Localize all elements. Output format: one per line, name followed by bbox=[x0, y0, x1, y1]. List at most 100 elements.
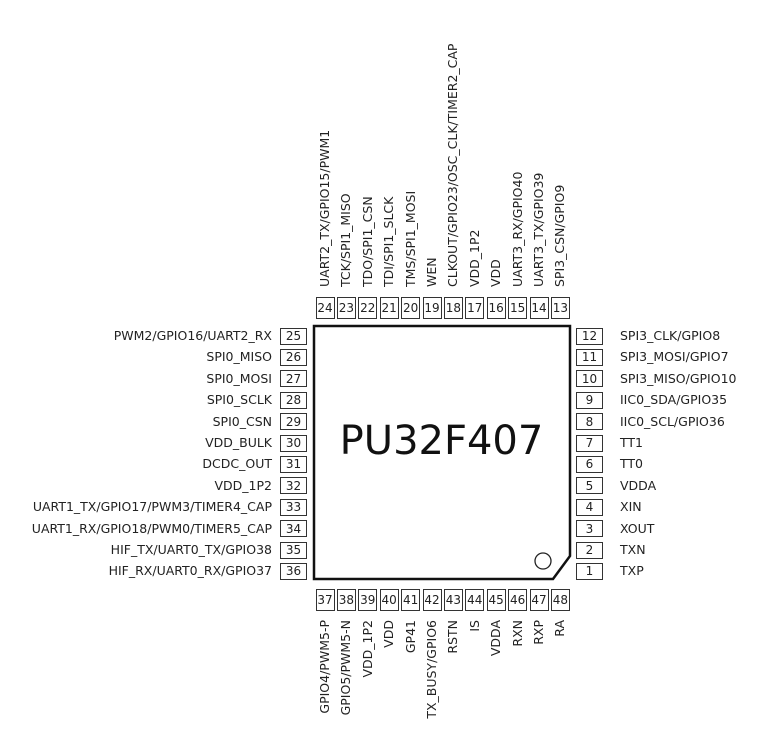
pin-label: HIF_RX/UART0_RX/GPIO37 bbox=[108, 563, 272, 579]
pin-number: 2 bbox=[576, 541, 603, 559]
pin-number: 47 bbox=[529, 589, 549, 611]
pin-label: UART1_TX/GPIO17/PWM3/TIMER4_CAP bbox=[32, 499, 272, 515]
pin-label: CLKOUT/GPIO23/OSC_CLK/TIMER2_CAP bbox=[445, 43, 461, 287]
pin-label: TMS/SPI1_MOSI bbox=[402, 190, 418, 287]
pin-number: 23 bbox=[336, 297, 356, 319]
pin-number: 10 bbox=[576, 370, 603, 388]
pin-label: UART1_RX/GPIO18/PWM0/TIMER5_CAP bbox=[31, 520, 272, 536]
pin-label: IIC0_SDA/GPIO35 bbox=[620, 392, 728, 408]
pin-label: GPIO4/PWM5-P bbox=[317, 620, 332, 714]
pin-number: 32 bbox=[280, 477, 307, 495]
pin-label: VDD_1P2 bbox=[359, 620, 375, 678]
pin-label: GP41 bbox=[402, 620, 418, 654]
pin-label: RA bbox=[552, 620, 568, 637]
pin-label: DCDC_OUT bbox=[202, 456, 272, 472]
pin-number: 9 bbox=[576, 391, 603, 409]
pin-number: 43 bbox=[443, 589, 463, 611]
pin-number: 40 bbox=[379, 589, 399, 611]
pin-number: 13 bbox=[550, 297, 570, 319]
pin-number: 20 bbox=[401, 297, 421, 319]
pin-number: 45 bbox=[486, 589, 506, 611]
pin-number: 41 bbox=[401, 589, 421, 611]
pin-label: VDDA bbox=[620, 477, 657, 493]
pin-number: 24 bbox=[315, 297, 335, 319]
pin-label: PWM2/GPIO16/UART2_RX bbox=[113, 328, 272, 343]
pin-number: 42 bbox=[422, 589, 442, 611]
pin-number: 34 bbox=[280, 520, 307, 538]
pin-label: TCK/SPI1_MISO bbox=[338, 193, 354, 287]
pin-number: 29 bbox=[280, 413, 307, 431]
pin-label: IS bbox=[466, 620, 482, 632]
pin-number: 38 bbox=[336, 589, 356, 611]
pin-number: 21 bbox=[379, 297, 399, 319]
pin-number: 17 bbox=[465, 297, 485, 319]
pin-number: 5 bbox=[576, 477, 603, 495]
pin-number: 7 bbox=[576, 434, 603, 452]
pin-number: 19 bbox=[422, 297, 442, 319]
chip-name: PU32F407 bbox=[339, 418, 544, 464]
pin-label: RXP bbox=[531, 620, 546, 645]
pin-label: UART2_TX/GPIO15/PWM1 bbox=[317, 129, 332, 287]
pin-label: TDO/SPI1_CSN bbox=[359, 196, 375, 287]
pin-number: 8 bbox=[576, 413, 603, 431]
pin-number: 22 bbox=[358, 297, 378, 319]
pin-label: GPIO5/PWM5-N bbox=[338, 620, 354, 716]
pin-number: 18 bbox=[443, 297, 463, 319]
pin-label: SPI0_MOSI bbox=[206, 370, 272, 386]
pin-number: 3 bbox=[576, 520, 603, 538]
pin-number: 35 bbox=[280, 541, 307, 559]
pin-label: RSTN bbox=[445, 620, 461, 654]
pin-number: 37 bbox=[315, 589, 335, 611]
pin-label: VDD bbox=[381, 620, 397, 648]
pin-label: TDI/SPI1_SLCK bbox=[381, 196, 397, 287]
pin-number: 33 bbox=[280, 498, 307, 516]
pin-label: TXN bbox=[620, 542, 646, 557]
pin-number: 14 bbox=[529, 297, 549, 319]
pin-label: HIF_TX/UART0_TX/GPIO38 bbox=[110, 542, 272, 557]
pin-label: WEN bbox=[424, 257, 439, 287]
pin-number: 26 bbox=[280, 348, 307, 366]
pin-number: 16 bbox=[486, 297, 506, 319]
pin-label: VDD_BULK bbox=[205, 435, 272, 450]
pin-label: VDD_1P2 bbox=[466, 229, 482, 288]
pin-number: 15 bbox=[508, 297, 528, 319]
pin-number: 4 bbox=[576, 498, 603, 516]
pin-label: RXN bbox=[509, 620, 525, 647]
pin-label: VDD_1P2 bbox=[214, 477, 273, 493]
pin-label: VDD bbox=[488, 259, 504, 287]
pin-label: UART3_RX/GPIO40 bbox=[509, 171, 525, 287]
pin-label: TT0 bbox=[620, 456, 644, 472]
pin1-marker-icon bbox=[534, 552, 552, 570]
pin-label: TXP bbox=[620, 563, 644, 579]
pin-label: SPI3_CLK/GPIO8 bbox=[620, 328, 721, 343]
pin-number: 44 bbox=[465, 589, 485, 611]
pin-number: 25 bbox=[280, 327, 307, 345]
pin-label: XIN bbox=[620, 499, 642, 515]
pin-label: SPI3_MISO/GPIO10 bbox=[620, 370, 737, 386]
pin-number: 46 bbox=[508, 589, 528, 611]
pin-label: XOUT bbox=[620, 520, 655, 536]
pin-number: 36 bbox=[280, 562, 307, 580]
pin-label: SPI0_MISO bbox=[206, 349, 272, 365]
pin-label: TX_BUSY/GPIO6 bbox=[424, 620, 439, 719]
pin-number: 1 bbox=[576, 562, 603, 580]
pin-label: IIC0_SCL/GPIO36 bbox=[620, 413, 725, 429]
pin-label: VDDA bbox=[488, 620, 504, 657]
pin-label: SPI0_SCLK bbox=[206, 392, 272, 408]
pin-number: 31 bbox=[280, 455, 307, 473]
pin-label: TT1 bbox=[620, 435, 644, 450]
pin-number: 12 bbox=[576, 327, 603, 345]
pin-number: 28 bbox=[280, 391, 307, 409]
chip-body bbox=[312, 324, 572, 581]
pin-number: 11 bbox=[576, 348, 603, 366]
pin-number: 39 bbox=[358, 589, 378, 611]
pin-number: 48 bbox=[550, 589, 570, 611]
pin-number: 6 bbox=[576, 455, 603, 473]
pin-label: SPI3_MOSI/GPIO7 bbox=[620, 349, 729, 365]
pin-label: SPI0_CSN bbox=[212, 413, 272, 429]
pin-number: 30 bbox=[280, 434, 307, 452]
pin-label: UART3_TX/GPIO39 bbox=[531, 172, 546, 287]
pin-label: SPI3_CSN/GPIO9 bbox=[552, 184, 568, 287]
